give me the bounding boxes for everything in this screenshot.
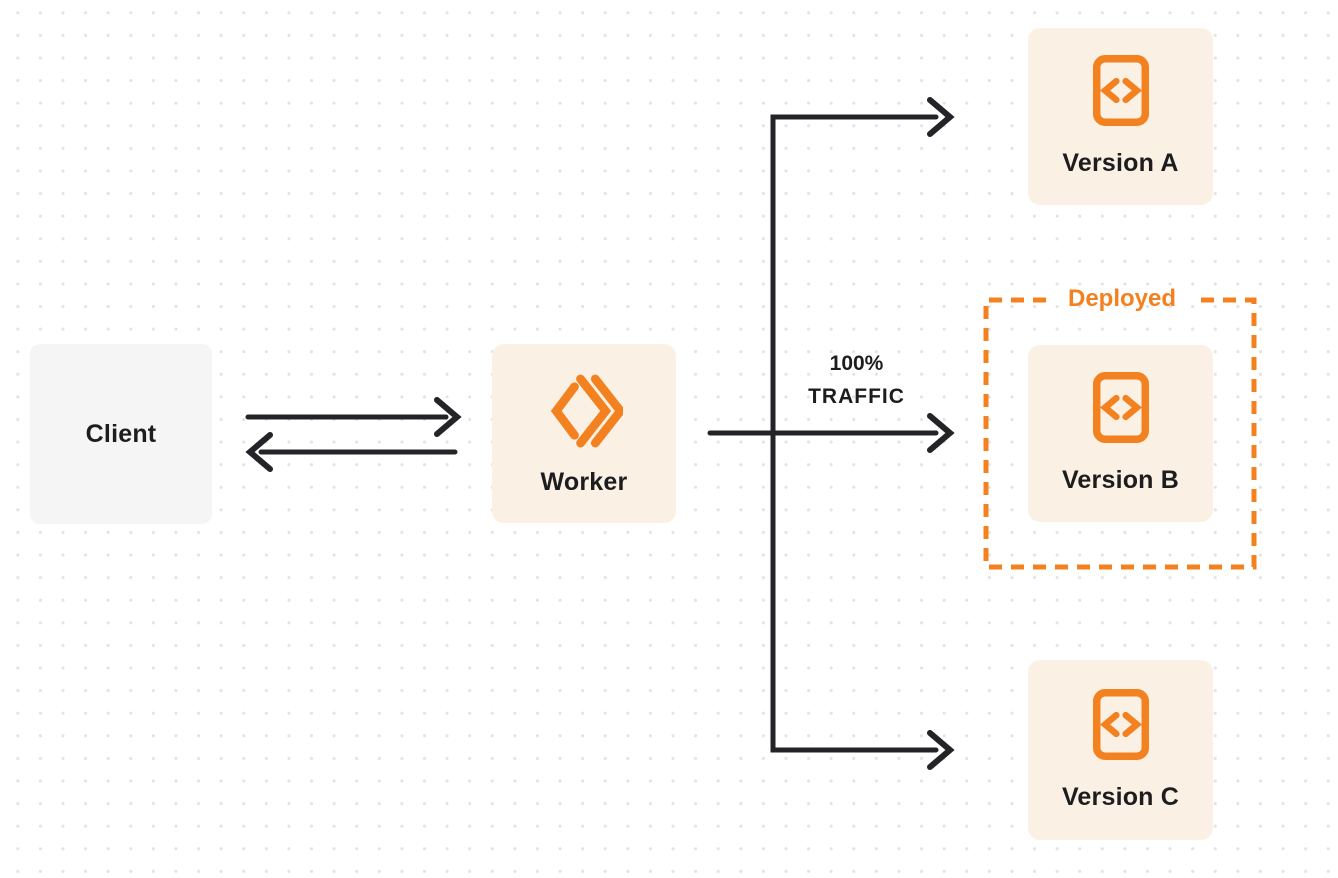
deployed-region-border bbox=[983, 297, 1257, 570]
version-a-label: Version A bbox=[1062, 149, 1179, 177]
arrow-client-to-worker bbox=[245, 397, 462, 437]
traffic-word: TRAFFIC bbox=[808, 385, 905, 408]
code-file-icon bbox=[1092, 55, 1149, 131]
arrowhead-version-c bbox=[927, 730, 955, 770]
version-c-label: Version C bbox=[1061, 782, 1180, 811]
arrowhead-version-b bbox=[927, 413, 955, 453]
traffic-percent: 100% bbox=[829, 352, 884, 375]
traffic-annotation: 100% TRAFFIC bbox=[774, 347, 939, 413]
version-b-label: Version B bbox=[1061, 466, 1180, 494]
node-client: Client bbox=[30, 344, 212, 524]
arrow-worker-to-client bbox=[245, 432, 458, 472]
worker-logo-icon bbox=[545, 371, 626, 456]
node-version-c: Version C bbox=[1028, 660, 1213, 840]
arrowhead-version-a bbox=[927, 97, 955, 137]
node-worker: Worker bbox=[492, 344, 676, 523]
deployed-region-label: Deployed bbox=[1067, 285, 1177, 312]
code-file-icon bbox=[1092, 688, 1149, 765]
branch-trunk bbox=[707, 97, 955, 770]
node-version-a: Version A bbox=[1028, 28, 1213, 205]
node-version-b: Version B bbox=[1028, 345, 1213, 522]
client-label: Client bbox=[85, 419, 157, 448]
code-file-icon bbox=[1092, 372, 1149, 448]
worker-label: Worker bbox=[540, 467, 628, 496]
